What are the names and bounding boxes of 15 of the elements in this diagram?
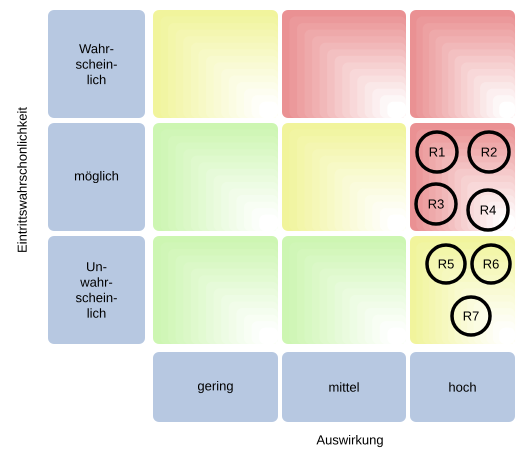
column-header: mittel	[282, 352, 406, 422]
row-header: Un- wahr- schein- lich	[48, 236, 145, 344]
matrix-cell	[282, 236, 406, 344]
matrix-cell	[153, 236, 278, 344]
column-header: gering	[153, 352, 278, 422]
matrix-cell	[410, 10, 515, 118]
matrix-cell	[153, 10, 278, 118]
matrix-cell	[282, 123, 406, 231]
axis-label: Eintrittswahrschonlichkeit	[17, 107, 27, 252]
axis-label: Auswirkung	[316, 434, 383, 448]
row-header: möglich	[48, 123, 145, 231]
matrix-cell	[282, 10, 406, 118]
row-header: Wahr- schein- lich	[48, 10, 145, 118]
column-header: hoch	[410, 352, 515, 422]
matrix-cell	[153, 123, 278, 231]
